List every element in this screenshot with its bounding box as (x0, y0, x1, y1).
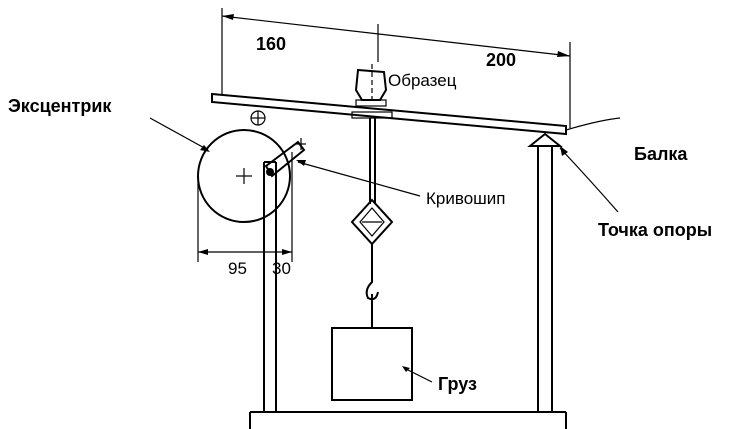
beam-leader (565, 117, 621, 131)
dim-95-label: 95 (228, 259, 247, 278)
beam (211, 92, 567, 136)
load-box (331, 327, 413, 401)
crank-label: Кривошип (426, 189, 506, 208)
hanging-rod (351, 111, 393, 204)
sample (354, 64, 388, 107)
dim-200-label: 200 (486, 50, 516, 70)
hook (365, 266, 379, 328)
crank-arm (264, 138, 306, 178)
turnbuckle (350, 198, 394, 266)
eccentric-label: Эксцентрик (8, 96, 112, 116)
eccentric-roller (250, 110, 266, 126)
fulcrum-label: Точка опоры (598, 220, 712, 240)
load-label: Груз (438, 374, 477, 394)
bottom-dimension-lines (197, 152, 293, 262)
dim-30-label: 30 (272, 259, 291, 278)
base-plate (249, 411, 567, 429)
load-leader (402, 366, 433, 383)
fulcrum-leader (559, 146, 619, 213)
beam-label: Балка (634, 144, 688, 164)
crank-leader (296, 160, 421, 197)
left-column (263, 161, 277, 412)
fulcrum-support (527, 132, 563, 412)
eccentric-leader (149, 117, 210, 152)
sample-label: Образец (388, 71, 457, 90)
top-dimension-line (221, 8, 571, 128)
dim-160-label: 160 (256, 34, 286, 54)
